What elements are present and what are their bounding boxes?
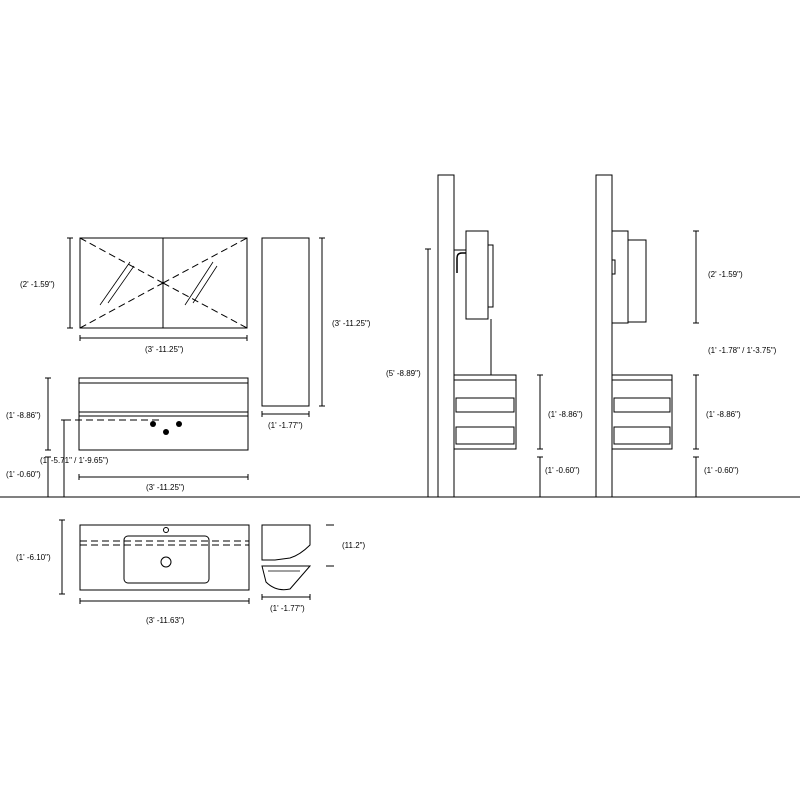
mount-height-label: (5' -8.89") [386, 369, 421, 378]
sink-basin [123, 535, 210, 584]
right-cabinet-height-label: (2' -1.59") [708, 270, 743, 279]
top-width-label: (3' -11.63") [146, 616, 185, 625]
faucet-hole [163, 429, 169, 435]
countertop-depth-dimension: (1' -6.10") [16, 519, 65, 595]
countertop-width-dimension: (3' -11.63") [79, 598, 250, 625]
wall-panel [595, 174, 613, 498]
right-floor-clearance-dimension: (1' -0.60") [693, 456, 739, 497]
countertop-side-section [261, 524, 312, 591]
drawer [613, 397, 671, 413]
side-floor-clearance-dimension: (1' -0.60") [537, 456, 580, 497]
side-vanity-height-label: (1' -8.86") [548, 410, 583, 419]
mirror-cabinet-side [465, 230, 489, 320]
mirror-mount-height-dimension: (5' -8.89") [386, 248, 431, 497]
mirror-cabinet-front-view [79, 237, 248, 329]
top-side-height-label: (11.2") [342, 541, 365, 550]
side-elevation-right [595, 174, 673, 498]
vanity-faucet-height-dimension: (1' -5.71" / 1'-9.65") [40, 419, 160, 497]
tall-cabinet-depth-dimension: (1' -1.77") [261, 411, 310, 430]
mirror-cabinet-side [611, 230, 629, 324]
cabinet-height-label: (2' -1.59") [20, 280, 55, 289]
top-depth-label: (1' -6.10") [16, 553, 51, 562]
right-clearance-label: (1' -0.60") [704, 466, 739, 475]
tall-cabinet-depth-label: (1' -1.77") [268, 421, 303, 430]
wall-panel [437, 174, 455, 498]
countertop-side-depth-dimension: (1' -1.77") [261, 594, 311, 613]
faucet-hole [150, 421, 156, 427]
vanity-width-label: (3' -11.25") [146, 483, 185, 492]
vanity-side [611, 374, 673, 450]
tall-cabinet-side-view [261, 237, 310, 407]
top-side-depth-label: (1' -1.77") [270, 604, 305, 613]
mirror-rail [627, 239, 647, 323]
drain [160, 556, 172, 568]
tall-cabinet-height-dimension: (3' -11.25") [319, 237, 371, 407]
side-vanity-height-dimension: (1' -8.86") [537, 374, 583, 450]
right-gap-label: (1' -1.78" / 1'-3.75") [708, 346, 777, 355]
vanity-front-view [78, 377, 249, 451]
vanity-width-dimension: (3' -11.25") [78, 474, 249, 492]
side-elevation-left [437, 174, 517, 498]
countertop-side-height-dimension: (11.2") [326, 524, 365, 567]
side-clearance-label: (1' -0.60") [545, 466, 580, 475]
mirror-cabinet-width-dimension: (3' -11.25") [79, 335, 248, 354]
tall-cabinet-height-label: (3' -11.25") [332, 319, 371, 328]
vanity-height-label: (1' -8.86") [6, 411, 41, 420]
right-cabinet-height-dimension: (2' -1.59") [693, 230, 743, 324]
cabinet-width-label: (3' -11.25") [145, 345, 184, 354]
countertop-top-view [79, 524, 250, 591]
faucet-heights-label: (1' -5.71" / 1'-9.65") [40, 456, 109, 465]
drawer [613, 426, 671, 445]
right-vanity-height-dimension: (1' -8.86") [693, 374, 741, 450]
vanity-floor-clearance-dimension: (1' -0.60") [6, 456, 51, 497]
vanity-clearance-label: (1' -0.60") [6, 470, 41, 479]
drawer [455, 426, 515, 445]
vanity-side [453, 374, 517, 450]
right-gap-dimension: (1' -1.78" / 1'-3.75") [708, 346, 777, 355]
mirror-cabinet-height-dimension: (2' -1.59") [20, 237, 73, 329]
vanity-height-dimension: (1' -8.86") [6, 377, 51, 451]
right-vanity-height-label: (1' -8.86") [706, 410, 741, 419]
faucet-hole [176, 421, 182, 427]
drawer [455, 397, 515, 413]
